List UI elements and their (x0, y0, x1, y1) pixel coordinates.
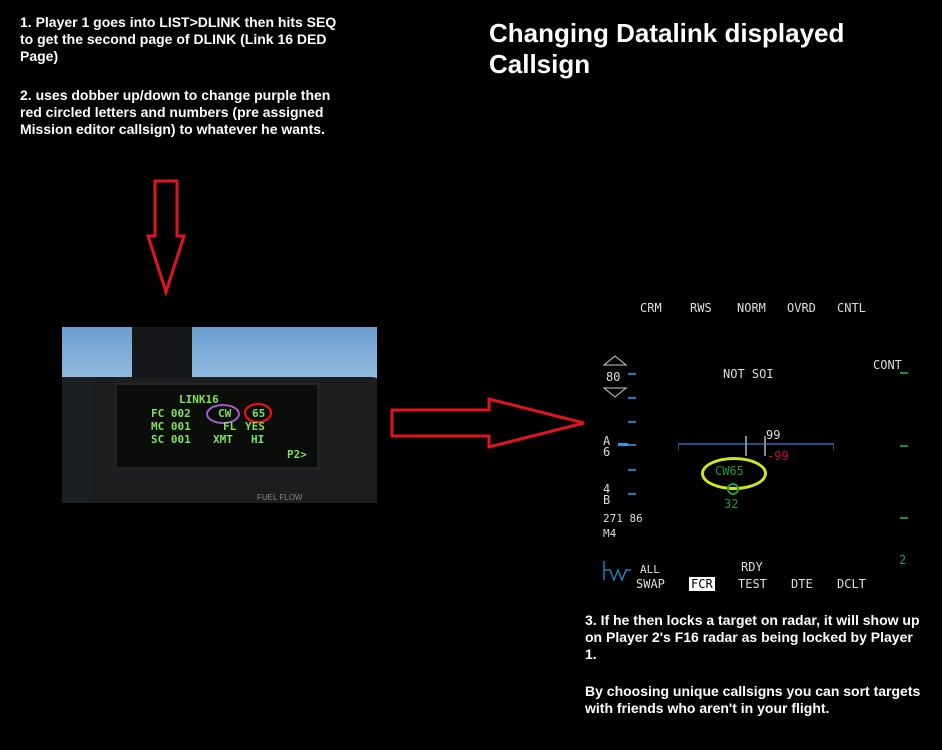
step4-text: By choosing unique callsigns you can sor… (585, 683, 925, 716)
purple-circle (206, 404, 240, 424)
osb-fcr[interactable]: FCR (689, 577, 715, 591)
osb-test[interactable]: TEST (738, 577, 767, 591)
target-symbol-icon[interactable] (727, 483, 739, 495)
step3-text: 3. If he then locks a target on radar, i… (585, 612, 924, 662)
scan-bracket (678, 443, 834, 450)
page-title: Changing Datalink displayed Callsign (489, 18, 845, 79)
osb-ovrd[interactable]: OVRD (787, 301, 816, 315)
alt-high: 99 (766, 428, 781, 442)
ded-fl: FL (223, 420, 237, 433)
ded-fc: FC 002 (151, 407, 191, 420)
right-arrow-icon (390, 397, 585, 449)
osb-all[interactable]: ALL (640, 563, 660, 576)
az-6: 6 (603, 445, 611, 459)
ded-xmt: XMT (213, 433, 233, 446)
rwr-icon (603, 561, 631, 582)
bar-4: 4 (603, 482, 611, 496)
m4-label: M4 (603, 527, 617, 540)
right-count: 2 (899, 553, 907, 567)
bar-b: B (603, 493, 611, 507)
ded-display: LINK16 FC 002 MC 001 SC 001 CW 65 FL YES… (114, 382, 320, 470)
ded-yes: YES (245, 420, 265, 433)
range-value: 80 (606, 370, 621, 384)
not-soi-label: NOT SOI (723, 367, 774, 381)
red-circle (244, 403, 272, 423)
ded-mc: MC 001 (151, 420, 191, 433)
osb-crm[interactable]: CRM (640, 301, 662, 315)
osb-cont[interactable]: CONT (873, 358, 902, 372)
osb-dclt[interactable]: DCLT (837, 577, 866, 591)
ded-hi: HI (251, 433, 265, 446)
step2-text: 2. uses dobber up/down to change purple … (20, 87, 335, 137)
osb-norm[interactable]: NORM (737, 301, 766, 315)
ded-sc: SC 001 (151, 433, 191, 446)
alt-low: -99 (767, 449, 789, 463)
osb-swap[interactable]: SWAP (636, 577, 665, 591)
cursor-marker (618, 443, 628, 446)
ded-header: LINK16 (179, 393, 219, 406)
range-arrows-icon[interactable] (602, 355, 628, 399)
osb-cntl[interactable]: CNTL (837, 301, 866, 315)
step1-text: 1. Player 1 goes into LIST>DLINK then hi… (20, 14, 341, 64)
osb-rws[interactable]: RWS (690, 301, 712, 315)
ded-page: P2> (287, 448, 307, 461)
az-a: A (603, 434, 611, 448)
ded-photo: LINK16 FC 002 MC 001 SC 001 CW 65 FL YES… (62, 327, 377, 503)
target-altitude: 32 (724, 497, 739, 511)
rdy-label: RDY (741, 560, 763, 574)
readout: 271 86 (603, 512, 643, 525)
fuel-flow-label: FUEL FLOW (257, 493, 303, 502)
down-arrow-icon (145, 179, 187, 297)
osb-dte[interactable]: DTE (791, 577, 813, 591)
